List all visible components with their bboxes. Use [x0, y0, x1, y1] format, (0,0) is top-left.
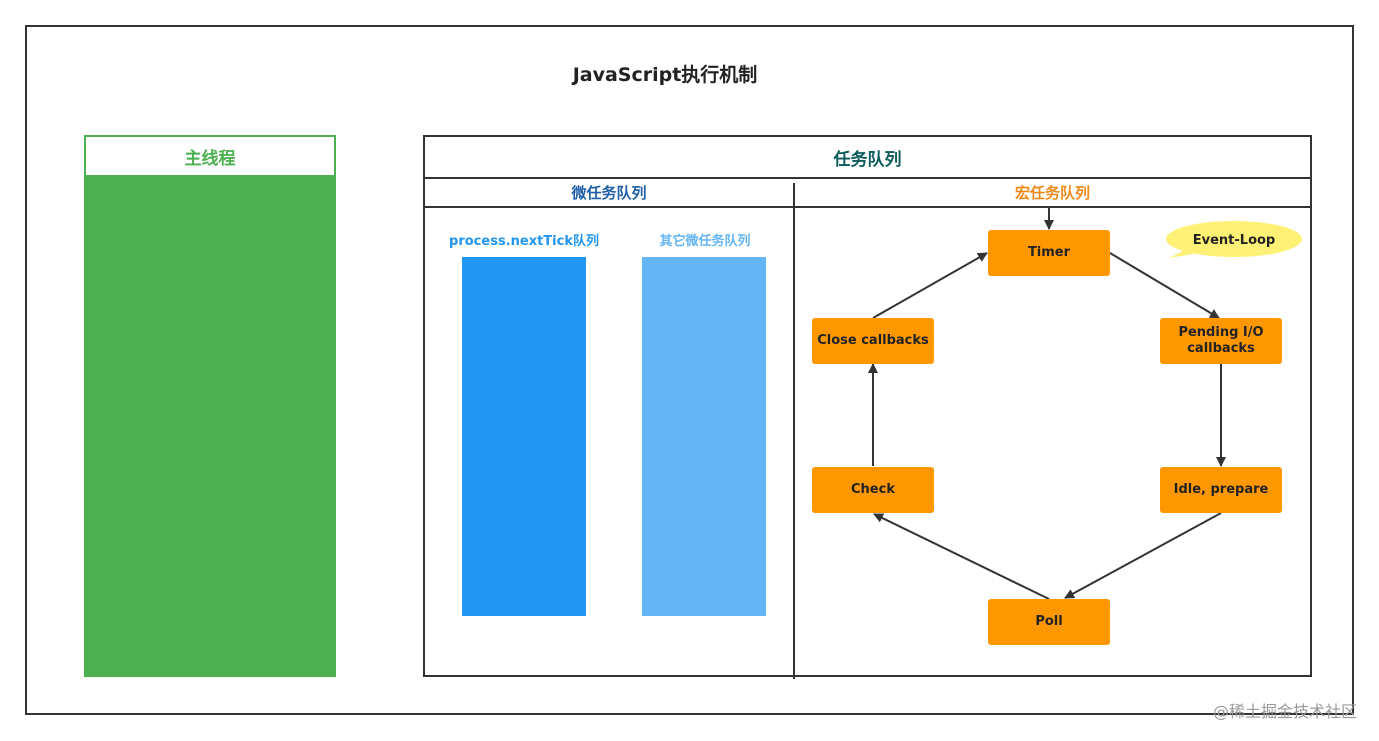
check-phase: Check — [812, 467, 934, 513]
section-divider-vertical — [793, 183, 795, 679]
idle-prepare-phase: Idle, prepare — [1160, 467, 1282, 513]
poll-phase: Poll — [988, 599, 1110, 645]
other-microtask-queue-label: 其它微任务队列 — [659, 234, 751, 249]
close-callbacks-phase: Close callbacks — [812, 318, 934, 364]
timer-phase: Timer — [988, 230, 1110, 276]
nexttick-queue-bar — [462, 257, 586, 616]
pending-io-phase: Pending I/O callbacks — [1160, 318, 1282, 364]
microtask-queue-title: 微任务队列 — [571, 184, 647, 202]
event-loop-label: Event-Loop — [1192, 232, 1276, 248]
main-thread-label: 主线程 — [86, 137, 334, 175]
diagram-frame — [25, 25, 1354, 715]
watermark: @稀土掘金技术社区 — [1212, 702, 1357, 721]
task-queue-title: 任务队列 — [425, 137, 1310, 179]
diagram-title: JavaScript执行机制 — [572, 64, 758, 86]
section-divider-horizontal — [425, 206, 1310, 208]
event-loop-bubble — [1166, 221, 1302, 258]
nexttick-queue-label: process.nextTick队列 — [449, 234, 599, 249]
macrotask-queue-title: 宏任务队列 — [1014, 184, 1090, 202]
task-queue-container: 任务队列 微任务队列 宏任务队列 — [423, 135, 1312, 679]
main-thread-block: 主线程 — [84, 135, 336, 677]
other-microtask-queue-bar — [642, 257, 766, 616]
